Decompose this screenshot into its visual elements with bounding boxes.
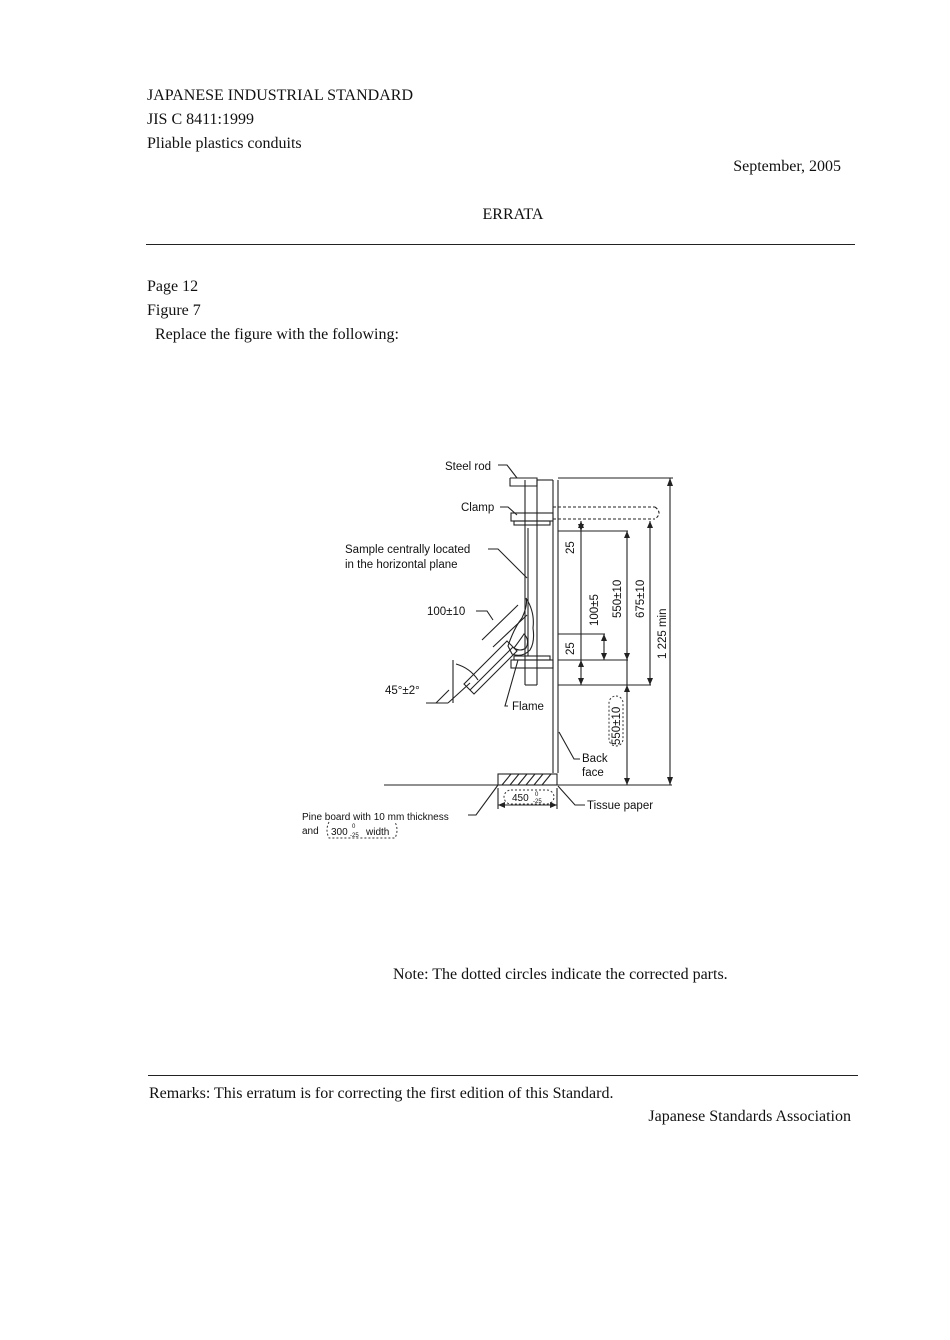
corrected-550-circle bbox=[608, 695, 624, 747]
angle-indicator bbox=[426, 660, 479, 704]
pine-board bbox=[497, 773, 558, 786]
remarks: Remarks: This erratum is for correcting … bbox=[149, 1085, 614, 1102]
dim-450-value: 450 bbox=[512, 793, 529, 804]
steel-rod-label: Steel rod bbox=[445, 461, 491, 473]
standard-title: Pliable plastics conduits bbox=[147, 135, 302, 152]
page-title: ERRATA bbox=[482, 206, 544, 223]
dim-550-corrected: 550±10 bbox=[611, 707, 623, 745]
angle-label: 45°±2° bbox=[385, 685, 420, 697]
distance-label: 100±10 bbox=[427, 606, 465, 618]
tissue-paper-label: Tissue paper bbox=[587, 800, 653, 812]
dim-100: 100±5 bbox=[589, 594, 601, 626]
corrected-450-circle bbox=[503, 789, 555, 805]
sample-label-line1: Sample centrally located bbox=[345, 544, 470, 556]
sample-label-line2: in the horizontal plane bbox=[345, 559, 458, 571]
back-face-label-line1: Back bbox=[582, 753, 608, 765]
standard-type: JAPANESE INDUSTRIAL STANDARD bbox=[147, 87, 413, 104]
correction-circles bbox=[326, 695, 624, 839]
angle-leader bbox=[426, 689, 450, 704]
pine-width-tol-upper: 0 bbox=[352, 824, 356, 830]
dim-450-tol-lower: -25 bbox=[533, 799, 542, 805]
tissue-leader bbox=[557, 785, 585, 806]
clamp-label: Clamp bbox=[461, 502, 494, 514]
pine-leader bbox=[468, 784, 499, 816]
support-frame bbox=[509, 477, 559, 773]
back-face-label-line2: face bbox=[582, 767, 604, 779]
dim-450-tol-upper: 0 bbox=[535, 792, 539, 798]
page-reference: Page 12 bbox=[147, 278, 199, 295]
back-face-leader bbox=[558, 731, 580, 760]
dim-550: 550±10 bbox=[612, 580, 624, 618]
pine-board-label-line1: Pine board with 10 mm thickness bbox=[302, 812, 449, 823]
issue-date: September, 2005 bbox=[733, 158, 841, 175]
flame-label: Flame bbox=[512, 701, 544, 713]
flame-shape bbox=[507, 597, 535, 656]
footer-divider bbox=[148, 1075, 858, 1076]
dim-25-lower: 25 bbox=[565, 642, 577, 655]
pine-width-value: 300 bbox=[331, 827, 348, 838]
corrected-clamp-extension bbox=[553, 506, 660, 520]
burner bbox=[463, 640, 518, 695]
publisher: Japanese Standards Association bbox=[648, 1108, 851, 1125]
distance-leader bbox=[476, 610, 494, 621]
standard-number: JIS C 8411:1999 bbox=[147, 111, 254, 128]
figure-reference: Figure 7 bbox=[147, 302, 201, 319]
lower-clamp bbox=[510, 655, 554, 669]
flame-leader bbox=[504, 659, 519, 707]
dim-25-top: 25 bbox=[565, 541, 577, 554]
upper-clamp bbox=[510, 512, 554, 526]
correction-note: Note: The dotted circles indicate the co… bbox=[393, 966, 728, 983]
dim-675: 675±10 bbox=[635, 580, 647, 618]
arrowheads bbox=[498, 478, 673, 808]
clamp-leader bbox=[500, 506, 518, 516]
sample-leader bbox=[488, 548, 528, 579]
steel-rod-leader bbox=[498, 464, 518, 479]
test-apparatus-figure: Steel rod Clamp Sample centrally located… bbox=[302, 461, 673, 839]
pine-width-suffix: width bbox=[365, 827, 389, 838]
dim-1225: 1 225 min bbox=[657, 608, 669, 659]
pine-board-label-and: and bbox=[302, 826, 319, 837]
replacement-instruction: Replace the figure with the following: bbox=[155, 326, 399, 343]
header-divider bbox=[146, 244, 855, 245]
pine-width-tol-lower: -25 bbox=[350, 833, 359, 839]
corrected-300-underline bbox=[326, 821, 398, 839]
